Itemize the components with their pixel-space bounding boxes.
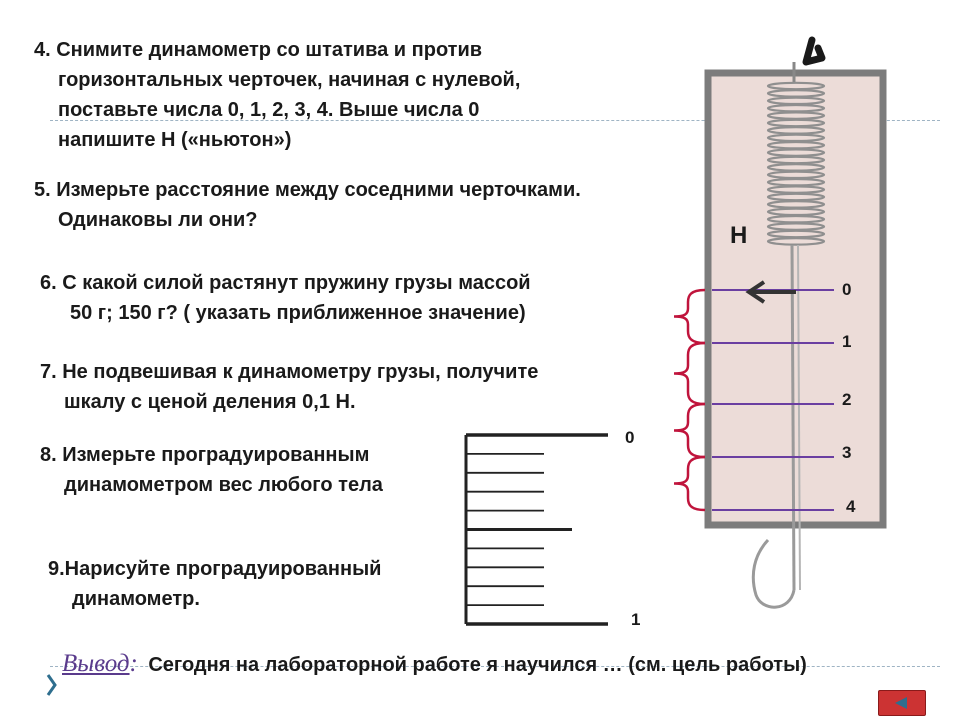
scale-mark-2: 2 <box>842 390 852 409</box>
scale-mark-0: 0 <box>842 280 852 299</box>
scale-mark-1: 1 <box>842 332 852 351</box>
task-9: 9.Нарисуйте проградуированный динамометр… <box>48 554 381 614</box>
small-scale-bottom-label: 1 <box>631 610 641 629</box>
task-8-line-2: динамометром вес любого тела <box>64 474 383 496</box>
nav-arrow-icon[interactable] <box>44 672 58 698</box>
brace-group <box>673 288 706 512</box>
arrow-left-icon <box>745 280 796 304</box>
task-5-line-2: Одинаковы ли они? <box>58 209 258 231</box>
brace-icon <box>673 455 706 512</box>
task-8: 8. Измерьте проградуированным динамометр… <box>40 440 383 500</box>
task-7-line-2: шкалу с ценой деления 0,1 Н. <box>64 391 356 413</box>
task-4-line-2: горизонтальных черточек, начиная с нулев… <box>58 69 521 91</box>
back-arrow-icon <box>895 697 907 709</box>
brace-icon <box>673 288 706 345</box>
task-4-line-1: 4. Снимите динамометр со штатива и проти… <box>34 39 483 61</box>
task-4-line-4: напишите Н («ньютон») <box>58 129 292 151</box>
spring-rod <box>790 244 796 591</box>
task-5-line-1: 5. Измерьте расстояние между соседними ч… <box>34 179 581 201</box>
unit-label: Н <box>730 222 748 249</box>
back-button[interactable] <box>878 690 926 716</box>
conclusion-text: Сегодня на лабораторной работе я научилс… <box>148 654 807 676</box>
spring-coil <box>766 237 826 246</box>
brace-icon <box>673 402 706 459</box>
hook-icon <box>802 36 826 66</box>
spring-icon <box>766 81 826 246</box>
spring-rod-shadow <box>797 244 801 591</box>
task-4: 4. Снимите динамометр со штатива и проти… <box>34 35 520 155</box>
task-6-line-1: 6. С какой силой растянут пружину грузы … <box>40 272 531 294</box>
task-4-line-3: поставьте числа 0, 1, 2, 3, 4. Выше числ… <box>58 99 480 121</box>
brace-icon <box>673 341 706 406</box>
task-9-line-2: динамометр. <box>72 588 200 610</box>
scale-mark-4: 4 <box>846 497 856 516</box>
task-5: 5. Измерьте расстояние между соседними ч… <box>34 175 581 235</box>
small-scale-top-label: 0 <box>625 428 635 447</box>
task-9-line-1: 9.Нарисуйте проградуированный <box>48 558 382 580</box>
bottom-hook-icon <box>751 538 796 609</box>
scale-mark-3: 3 <box>842 443 852 462</box>
task-7-line-1: 7. Не подвешивая к динамометру грузы, по… <box>40 361 539 383</box>
task-7: 7. Не подвешивая к динамометру грузы, по… <box>40 357 538 417</box>
task-6: 6. С какой силой растянут пружину грузы … <box>40 268 531 328</box>
task-6-line-2: 50 г; 150 г? ( указать приближенное знач… <box>70 302 526 324</box>
conclusion-colon: : <box>129 650 138 677</box>
guide-line-top <box>50 120 940 121</box>
task-8-line-1: 8. Измерьте проградуированным <box>40 444 370 466</box>
conclusion: Вывод: Сегодня на лабораторной работе я … <box>62 650 807 678</box>
small-scale <box>464 433 608 626</box>
guide-line-bottom <box>50 666 940 667</box>
conclusion-heading[interactable]: Вывод <box>62 650 130 677</box>
